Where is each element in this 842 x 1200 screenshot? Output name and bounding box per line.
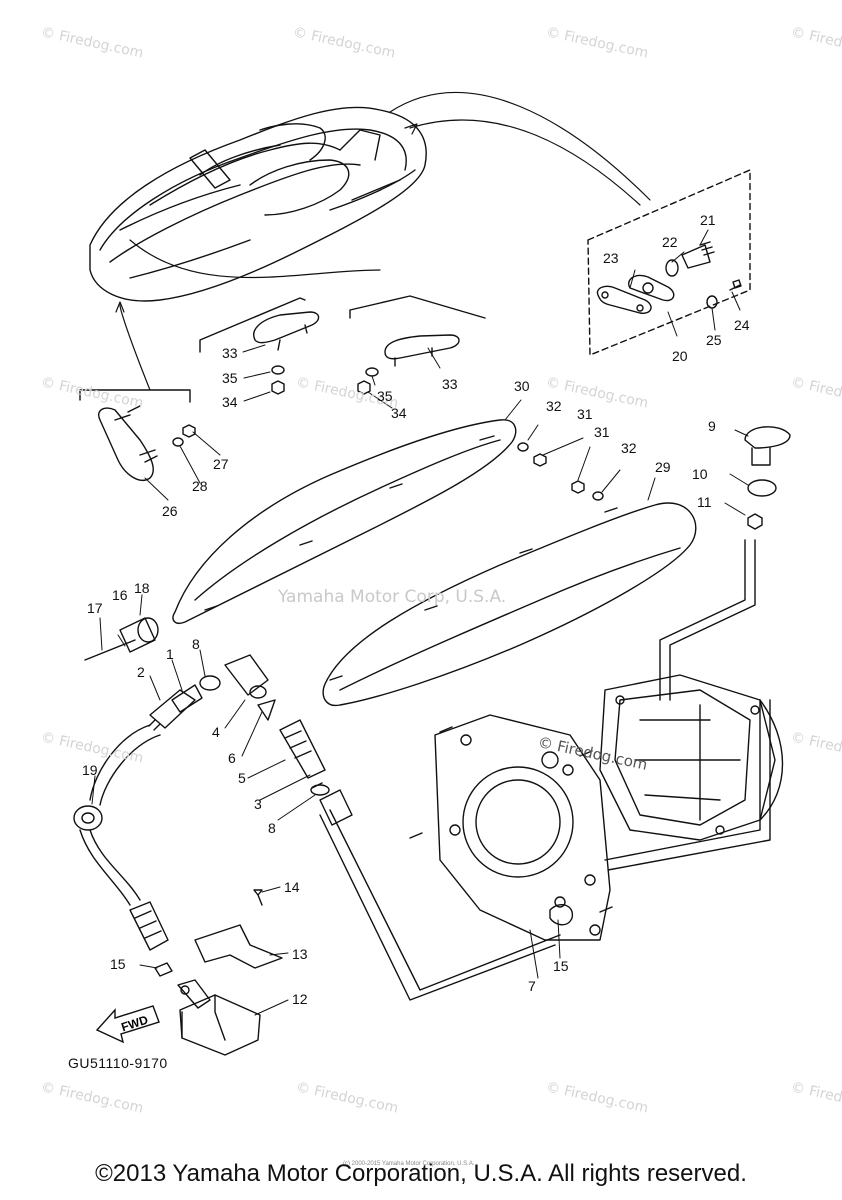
part-label-4: 4: [212, 724, 220, 740]
intake-plate: [409, 714, 613, 941]
part-label-32-a: 32: [546, 398, 562, 414]
part-label-31-b: 31: [594, 424, 610, 440]
part-label-20: 20: [672, 348, 688, 364]
part-34-nut-l: [271, 380, 285, 395]
center-watermark: Yamaha Motor Corp, U.S.A.: [278, 587, 507, 607]
part-label-31-a: 31: [577, 406, 593, 422]
part-32-washer-b: [592, 491, 604, 501]
part-2-hose: [148, 689, 196, 731]
part-4-elbow: [224, 654, 269, 696]
part-label-3: 3: [254, 796, 262, 812]
part-label-25: 25: [706, 332, 722, 348]
part-33-left: [253, 311, 320, 351]
bracket-group-20-25: [587, 169, 751, 356]
part-label-27: 27: [213, 456, 229, 472]
part-23-plate: [596, 274, 675, 314]
part-5-connector: [279, 719, 326, 779]
part-34-nut-r: [357, 380, 371, 395]
part-24-bolt: [729, 279, 742, 291]
part-label-5: 5: [238, 770, 246, 786]
tiny-copyright: (c) 2000-2015 Yamaha Motor Corporation, …: [343, 1161, 475, 1167]
part-15-clamp-left: [154, 962, 173, 977]
part-35-washer-l: [271, 365, 285, 375]
part-label-9: 9: [708, 418, 716, 434]
part-label-35-left: 35: [222, 370, 238, 386]
parts-16-18: [84, 617, 159, 661]
part-label-29: 29: [655, 459, 671, 475]
part-11-nut: [747, 513, 763, 530]
part-label-22: 22: [662, 234, 678, 250]
part-32-washer-a: [517, 442, 529, 452]
part-35-washer-r: [365, 367, 379, 377]
part-26-handle: [98, 405, 158, 481]
part-28-washer: [172, 437, 184, 447]
part-22-oring: [665, 259, 679, 277]
part-label-1: 1: [166, 646, 174, 662]
part-label-7: 7: [528, 978, 536, 994]
part-label-19: 19: [82, 762, 98, 778]
part-label-32-b: 32: [621, 440, 637, 456]
part-label-28: 28: [192, 478, 208, 494]
part-label-2: 2: [137, 664, 145, 680]
part-1-sleeve: [171, 684, 203, 713]
part-15-clamp-right: [549, 904, 574, 926]
part-label-8-bottom: 8: [268, 820, 276, 836]
part-label-14: 14: [284, 879, 300, 895]
part-label-12: 12: [292, 991, 308, 1007]
diagram-code: GU51110-9170: [68, 1055, 168, 1071]
part-label-33-right: 33: [442, 376, 458, 392]
part-27-nut: [182, 424, 196, 438]
part-label-24: 24: [734, 317, 750, 333]
part-label-18: 18: [134, 580, 150, 596]
part-label-8-top: 8: [192, 636, 200, 652]
part-label-13: 13: [292, 946, 308, 962]
part-label-35-right: 35: [377, 388, 393, 404]
part-label-11: 11: [697, 494, 712, 510]
part-label-26: 26: [162, 503, 178, 519]
part-label-33-left: 33: [222, 345, 238, 361]
part-label-23: 23: [603, 250, 619, 266]
part-label-15-left: 15: [110, 956, 126, 972]
part-25-washer: [706, 295, 718, 309]
part-14-screw: [253, 889, 263, 906]
fwd-arrow-icon: FWD: [95, 1005, 160, 1044]
part-label-34-left: 34: [222, 394, 238, 410]
part-label-16: 16: [112, 587, 128, 603]
part-6-cone: [257, 699, 276, 721]
part-8-clamp-top: [199, 675, 221, 691]
part-31-nut-b: [571, 480, 585, 494]
leader-lines: [91, 229, 749, 1016]
part-31-nut-a: [533, 453, 547, 467]
part-29-cover: [322, 502, 697, 707]
part-13-bracket: [194, 924, 283, 969]
part-12-box: [177, 979, 261, 1056]
part-label-6: 6: [228, 750, 236, 766]
part-label-34-right: 34: [391, 405, 407, 421]
watercraft-illustration: [89, 106, 427, 302]
part-10-seal: [747, 479, 777, 497]
part-19-grommet: [73, 805, 103, 831]
part-label-30: 30: [514, 378, 530, 394]
part-label-15-right: 15: [553, 958, 569, 974]
part-label-21: 21: [700, 212, 716, 228]
part-8-clamp-bottom: [310, 784, 330, 796]
part-30-cover: [172, 419, 517, 624]
part-label-10: 10: [692, 466, 708, 482]
part-label-17: 17: [87, 600, 103, 616]
part-33-right: [384, 334, 460, 367]
part-21-fitting: [681, 241, 715, 269]
part-9-plug: [744, 426, 791, 466]
copyright-notice: ©2013 Yamaha Motor Corporation, U.S.A. A…: [95, 1160, 747, 1187]
